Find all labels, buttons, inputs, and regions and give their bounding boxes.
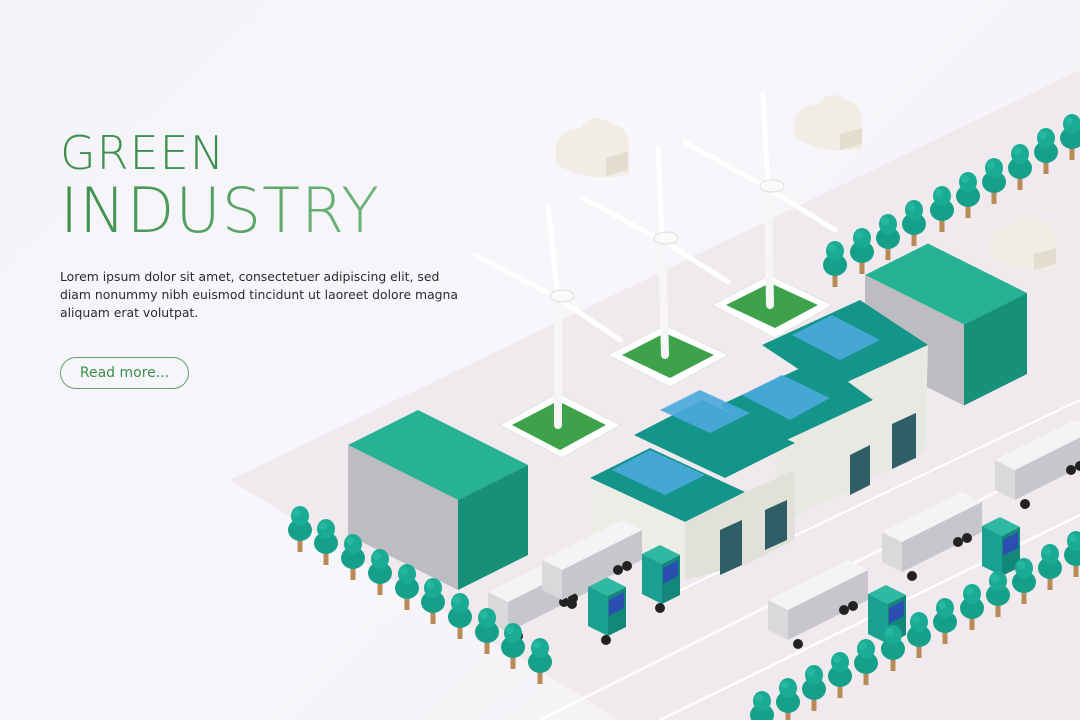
wind-turbine-icon [472,203,623,429]
cloud-icon [990,214,1056,271]
factory-building [720,360,873,525]
wind-turbine-icon [579,145,731,359]
hero-description: Lorem ipsum dolor sit amet, consectetuer… [60,269,458,320]
read-more-button[interactable]: Read more... [60,357,189,389]
factory-building [590,390,795,580]
title-green: GREEN [60,126,226,180]
hero-section: GREEN INDUSTRY Lorem ipsum dolor sit ame… [60,128,470,334]
wind-turbine-icon [681,91,838,309]
cloud-icon [795,94,862,151]
cloud-icon [556,117,629,178]
title-industry: INDUSTRY [60,178,470,244]
